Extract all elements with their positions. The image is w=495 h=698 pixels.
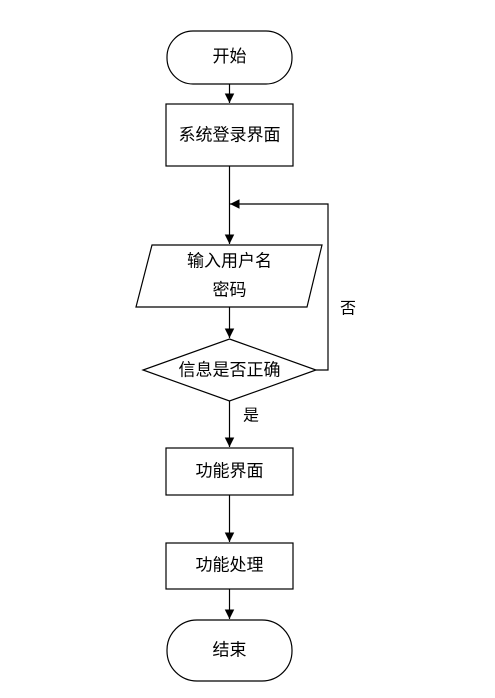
edge-label-yes: 是	[243, 406, 259, 425]
edge-label-no: 否	[340, 299, 356, 318]
function-proc-node: 功能处理	[165, 542, 294, 590]
check-node: 信息是否正确	[141, 338, 318, 402]
start-label: 开始	[213, 47, 247, 67]
input-label-line2: 密码	[213, 281, 247, 301]
function-ui-label: 功能界面	[196, 462, 264, 482]
function-proc-label: 功能处理	[196, 556, 264, 576]
input-label-line1: 输入用户名	[187, 252, 272, 272]
input-node: 输入用户名 密码	[135, 244, 323, 308]
login-node: 系统登录界面	[165, 103, 294, 167]
login-label: 系统登录界面	[179, 126, 281, 146]
check-label: 信息是否正确	[179, 361, 281, 381]
edge-check-no-loop	[230, 199, 329, 371]
end-label: 结束	[213, 641, 247, 661]
start-node: 开始	[166, 30, 293, 85]
end-node: 结束	[166, 619, 293, 682]
function-ui-node: 功能界面	[165, 447, 294, 496]
